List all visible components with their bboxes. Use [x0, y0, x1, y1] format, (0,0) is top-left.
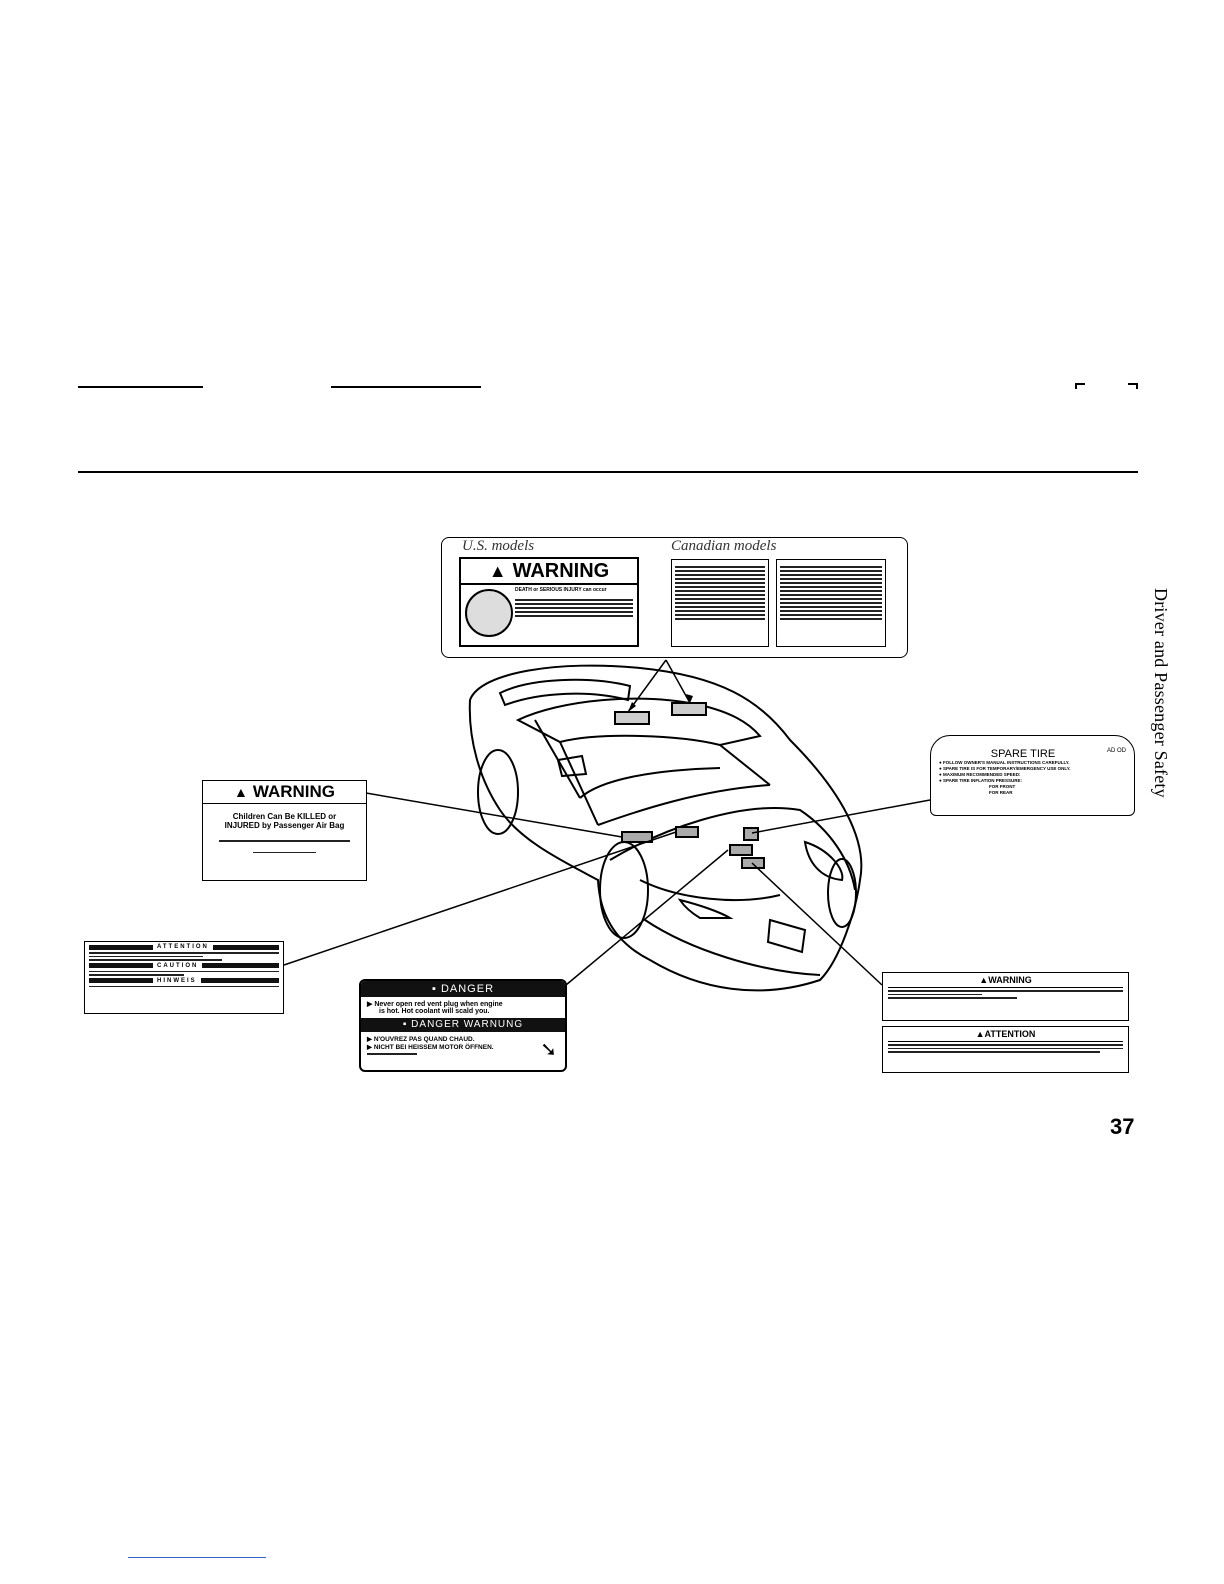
page-number: 37: [1110, 1114, 1135, 1139]
passenger-warning-line2: INJURED by Passenger Air Bag: [224, 821, 345, 830]
warning-triangle-icon: ▲: [233, 784, 248, 800]
spare-line4: SPARE TIRE INFLATION PRESSURE:: [942, 778, 1023, 783]
spare-rear: FOR REAR: [989, 790, 1013, 795]
danger-line1: Never open red vent plug when engine: [374, 1001, 503, 1008]
passenger-warning-line1: Children Can Be KILLED or: [232, 812, 337, 821]
attention-heading: ATTENTION: [157, 944, 209, 950]
spare-line3: MAXIMUM RECOMMENDED SPEED:: [942, 772, 1021, 777]
canadian-models-caption: Canadian models: [671, 538, 777, 554]
danger-heading: DANGER: [440, 983, 495, 995]
canadian-label-fr: [776, 559, 886, 647]
corner-mark-left: [1075, 383, 1085, 385]
us-warning-title: WARNING: [512, 559, 610, 582]
corner-mark-left-v: [1075, 383, 1077, 389]
arrow-down-right-icon: ➘: [540, 1039, 557, 1061]
danger-fr-line: N'OUVREZ PAS QUAND CHAUD.: [373, 1036, 475, 1043]
header-rule-short-left: [78, 386, 203, 388]
no-child-seat-icon: [465, 589, 513, 637]
us-warning-text: DEATH or SERIOUS INJURY can occur: [515, 587, 607, 593]
airbag-inflator-warning-label: ▲WARNING: [882, 972, 1129, 1021]
header-rule-full: [78, 471, 1138, 473]
header-rule-short-mid: [331, 386, 481, 388]
danger-band: ▪ DANGER: [361, 981, 565, 997]
us-models-caption: U.S. models: [462, 538, 535, 554]
danger-line2: is hot. Hot coolant will scald you.: [379, 1008, 490, 1015]
passenger-warning-title: WARNING: [252, 782, 336, 801]
danger-de-line: NICHT BEI HEISSEM MOTOR ÖFFNEN.: [373, 1044, 494, 1051]
spare-line1: FOLLOW OWNER'S MANUAL INSTRUCTIONS CAREF…: [942, 760, 1070, 765]
hinweis-heading: HINWEIS: [157, 977, 197, 984]
corner-mark-right-v: [1136, 383, 1138, 389]
spare-tire-code: AD OD: [1106, 748, 1126, 754]
coolant-danger-label: ▪ DANGER ▶ Never open red vent plug when…: [359, 979, 567, 1072]
section-side-title: Driver and Passenger Safety: [1151, 588, 1171, 798]
spare-line2: SPARE TIRE IS FOR TEMPORARY/EMERGENCY US…: [942, 766, 1071, 771]
corner-mark-right: [1128, 383, 1138, 385]
spare-front: FOR FRONT: [989, 784, 1016, 789]
battery-attention-label: ATTENTION CAUTION HINWEIS: [84, 941, 284, 1014]
us-warning-label: ▲ WARNING DEATH or SERIOUS INJURY can oc…: [459, 557, 639, 647]
spare-tire-label: SPARE TIRE AD OD ● FOLLOW OWNER'S MANUAL…: [930, 735, 1135, 816]
inflator-warning-title: WARNING: [988, 975, 1032, 985]
warning-triangle-icon: ▲: [488, 560, 507, 581]
caution-heading: CAUTION: [157, 962, 199, 969]
danger-warnung-heading: DANGER WARNUNG: [411, 1019, 524, 1030]
airbag-inflator-attention-label: ▲ATTENTION: [882, 1026, 1129, 1073]
spare-tire-title: SPARE TIRE: [990, 748, 1056, 760]
canadian-label-en: [671, 559, 769, 647]
danger-warnung-band: ▪ DANGER WARNUNG: [361, 1018, 565, 1032]
footer-rule: [128, 1557, 266, 1558]
top-label-frame: U.S. models Canadian models ▲ WARNING DE…: [441, 537, 908, 658]
inflator-attention-title: ATTENTION: [984, 1029, 1036, 1039]
passenger-airbag-warning-label: ▲ WARNING Children Can Be KILLED or INJU…: [202, 780, 367, 881]
